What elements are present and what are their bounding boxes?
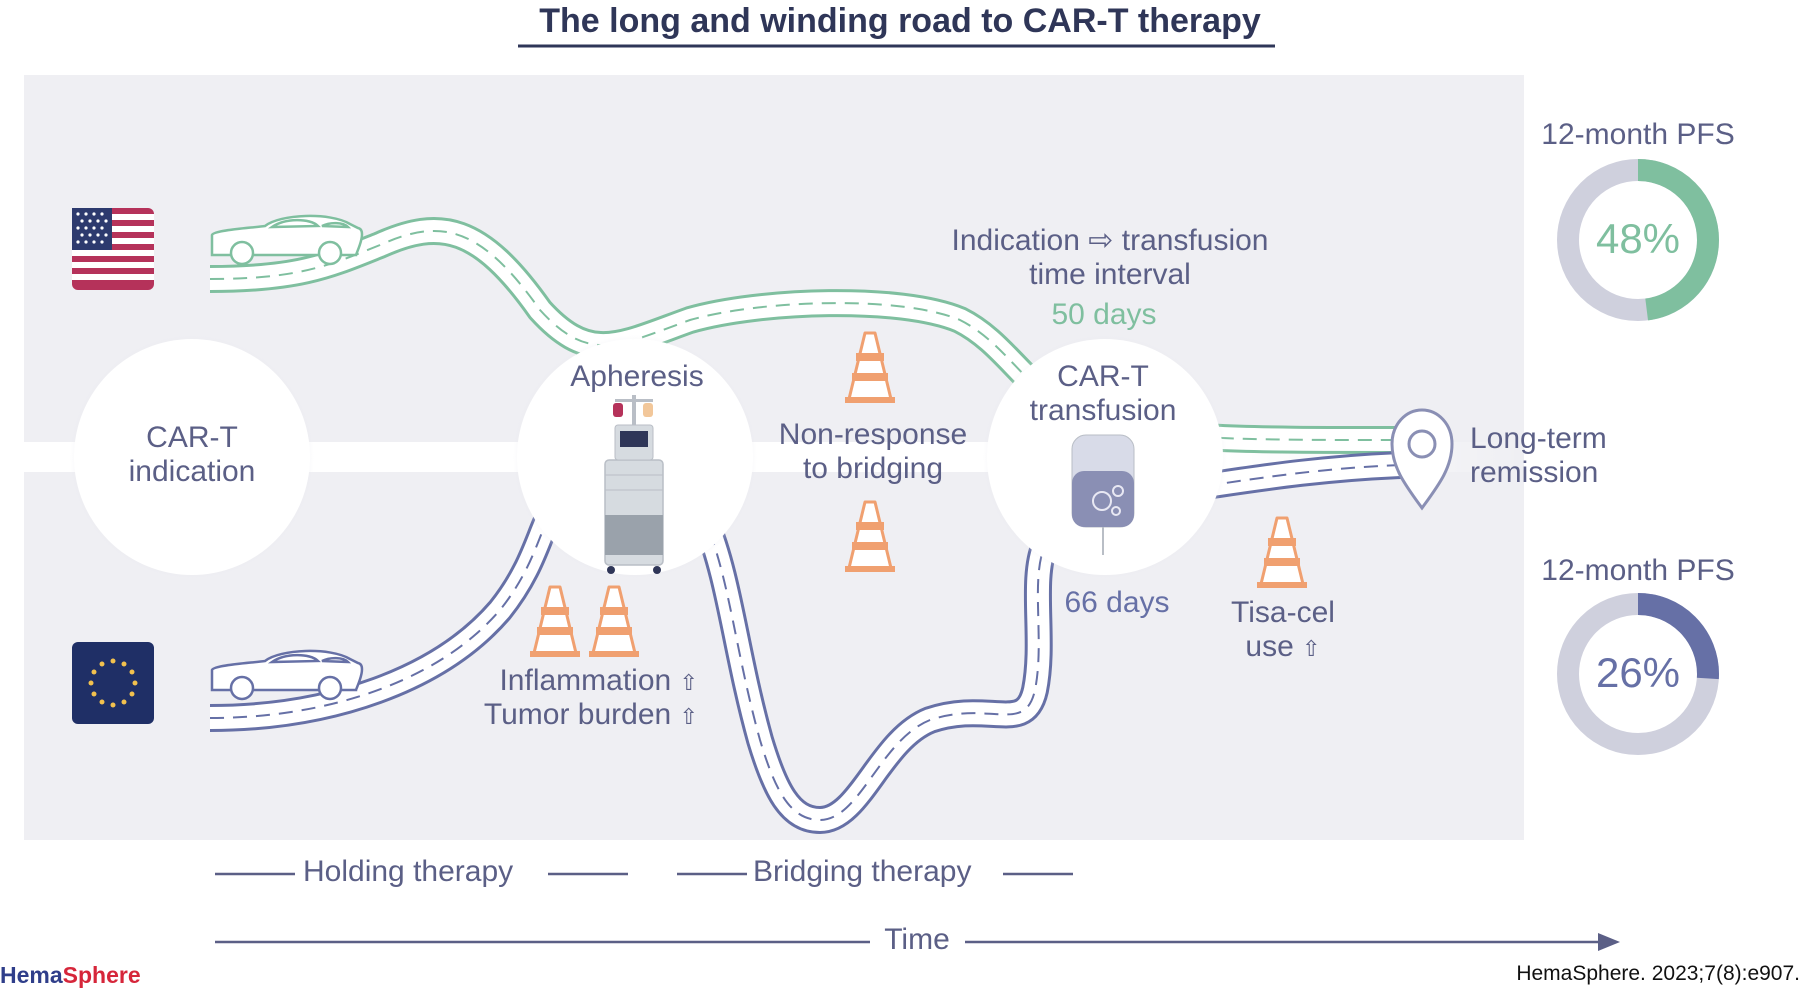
transfusion-bag-icon bbox=[1071, 434, 1135, 555]
traffic-cone-icon bbox=[530, 585, 580, 657]
increase-arrow-icon: ⇧ bbox=[1302, 636, 1321, 661]
remission-label-line2: remission bbox=[1470, 456, 1599, 489]
remission-label-line1: Long-term bbox=[1470, 422, 1607, 455]
tumor-burden-text: Tumor burden bbox=[483, 698, 672, 731]
interval-label: Indication ⇨ transfusion time interval bbox=[952, 224, 1269, 292]
increase-arrow-icon: ⇧ bbox=[679, 670, 698, 695]
transfusion-label: CAR-T transfusion bbox=[1030, 360, 1177, 428]
traffic-cone-icon bbox=[589, 585, 639, 657]
increase-arrow-icon: ⇧ bbox=[679, 704, 698, 729]
apheresis-machine-icon bbox=[604, 395, 664, 574]
indication-circle bbox=[74, 339, 310, 575]
time-arrowhead-icon bbox=[1598, 933, 1620, 951]
us-interval-days: 50 days bbox=[1051, 298, 1157, 331]
tisacel-label-line1: Tisa-cel bbox=[1231, 596, 1335, 629]
time-axis-label: Time bbox=[884, 923, 950, 956]
holding-therapy-label: Holding therapy bbox=[303, 855, 514, 888]
location-pin-icon bbox=[1390, 408, 1454, 511]
traffic-cone-icon bbox=[845, 331, 895, 403]
brand-logo-part1: Hema bbox=[0, 962, 63, 988]
eu-pfs-label: 12-month PFS bbox=[1541, 554, 1735, 587]
remission-label: Long-term remission bbox=[1470, 422, 1607, 490]
bridging-therapy-label: Bridging therapy bbox=[753, 855, 972, 888]
tumor-burden-label: Tumor burden ⇧ bbox=[484, 698, 698, 734]
inflammation-text: Inflammation bbox=[499, 664, 672, 697]
eu-pfs-ring-value bbox=[1557, 593, 1719, 755]
eu-flag-icon bbox=[72, 642, 154, 724]
nonresponse-label-line2: to bridging bbox=[802, 452, 944, 485]
transfusion-label-line2: transfusion bbox=[1029, 394, 1177, 427]
us-pfs-label: 12-month PFS bbox=[1541, 118, 1735, 151]
eu-interval-days: 66 days bbox=[1064, 586, 1170, 619]
us-car-icon bbox=[210, 214, 364, 266]
tisacel-use-text: use bbox=[1245, 630, 1294, 663]
nonresponse-label-line1: Non-response bbox=[778, 418, 968, 451]
interval-label-line1: Indication ⇨ transfusion bbox=[951, 224, 1269, 257]
eu-pfs-value: 26% bbox=[1595, 649, 1681, 696]
indication-label-line2: indication bbox=[128, 455, 256, 488]
page-title: The long and winding road to CAR-T thera… bbox=[539, 2, 1261, 40]
nonresponse-label: Non-response to bridging bbox=[779, 418, 967, 486]
traffic-cone-icon bbox=[845, 500, 895, 572]
us-flag-icon bbox=[72, 208, 154, 290]
interval-label-line2: time interval bbox=[1029, 258, 1191, 291]
citation: HemaSphere. 2023;7(8):e907. bbox=[1516, 962, 1800, 985]
eu-car-icon bbox=[210, 649, 364, 701]
tisacel-label: Tisa-cel use ⇧ bbox=[1231, 596, 1335, 666]
inflammation-label: Inflammation ⇧ bbox=[499, 664, 698, 700]
us-pfs-donut bbox=[1557, 159, 1719, 321]
eu-pfs-donut bbox=[1557, 593, 1719, 755]
us-pfs-value: 48% bbox=[1595, 215, 1681, 262]
apheresis-label: Apheresis bbox=[570, 360, 704, 393]
brand-logo-part2: Sphere bbox=[62, 962, 141, 988]
indication-label-line1: CAR-T bbox=[146, 421, 238, 454]
traffic-cone-icon bbox=[1257, 516, 1307, 588]
transfusion-label-line1: CAR-T bbox=[1057, 360, 1149, 393]
brand-logo: HemaSphere bbox=[0, 962, 141, 989]
indication-label: CAR-T indication bbox=[129, 421, 256, 489]
us-pfs-ring-value bbox=[1557, 159, 1719, 321]
phase-lines bbox=[215, 872, 1605, 944]
tisacel-label-line2: use ⇧ bbox=[1231, 630, 1335, 666]
